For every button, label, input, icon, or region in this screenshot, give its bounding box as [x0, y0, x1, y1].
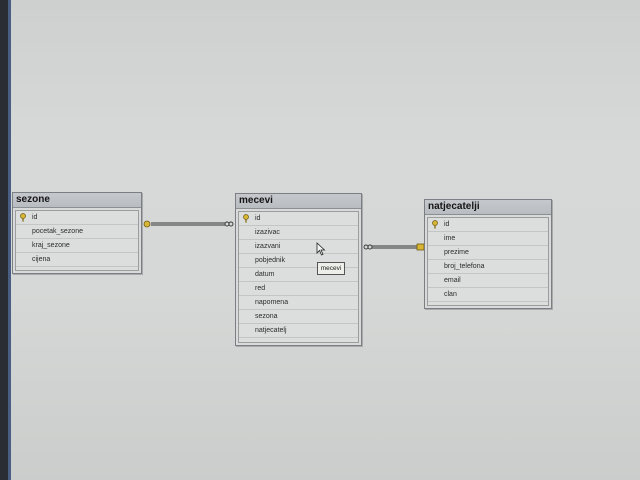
table-title: mecevi	[236, 194, 361, 209]
field-list: id pocetak_sezone kraj_sezone cijena	[15, 210, 139, 271]
tooltip: mecevi	[317, 262, 345, 275]
field-name: sezona	[255, 313, 278, 320]
field-row-pocetak-sezone[interactable]: pocetak_sezone	[16, 225, 138, 239]
field-row-izazvani[interactable]: izazvani	[239, 240, 358, 254]
field-row-kraj-sezone[interactable]: kraj_sezone	[16, 239, 138, 253]
field-row-id[interactable]: id	[16, 211, 138, 225]
field-name: izazvani	[255, 243, 281, 250]
screen-bezel-edge	[0, 0, 8, 480]
key-icon	[143, 220, 151, 228]
field-row-red[interactable]: red	[239, 282, 358, 296]
field-row-sezona[interactable]: sezona	[239, 310, 358, 324]
key-icon	[20, 213, 26, 222]
table-title: sezone	[13, 193, 141, 208]
field-name: datum	[255, 271, 275, 278]
field-row-broj-telefona[interactable]: broj_telefona	[428, 260, 548, 274]
field-row-clan[interactable]: clan	[428, 288, 548, 302]
field-name: pobjednik	[255, 257, 285, 264]
field-name: kraj_sezone	[32, 242, 70, 249]
field-name: prezime	[444, 249, 469, 256]
infinity-icon	[224, 221, 234, 227]
field-row-id[interactable]: id	[428, 218, 548, 232]
field-row-cijena[interactable]: cijena	[16, 253, 138, 267]
field-name: natjecatelj	[255, 327, 287, 334]
window-left-border	[8, 0, 11, 480]
field-name: id	[255, 215, 261, 222]
field-row-izazivac[interactable]: izazivac	[239, 226, 358, 240]
field-name: napomena	[255, 299, 289, 306]
infinity-icon	[363, 244, 373, 250]
table-mecevi[interactable]: mecevi id izazivac izazvani pobjednik da…	[235, 193, 362, 346]
field-list: id izazivac izazvani pobjednik datum red…	[238, 211, 359, 343]
mouse-pointer-icon	[316, 242, 326, 256]
field-name: red	[255, 285, 266, 292]
field-row-id[interactable]: id	[239, 212, 358, 226]
diagram-canvas[interactable]: sezone id pocetak_sezone kraj_sezone cij…	[11, 0, 640, 480]
field-name: ime	[444, 235, 456, 242]
table-title: natjecatelji	[425, 200, 551, 215]
field-list: id ime prezime broj_telefona email clan	[427, 217, 549, 306]
field-row-ime[interactable]: ime	[428, 232, 548, 246]
relationship-sezone-mecevi[interactable]	[139, 218, 235, 232]
field-row-datum[interactable]: datum	[239, 268, 358, 282]
field-row-pobjednik[interactable]: pobjednik	[239, 254, 358, 268]
relationship-mecevi-natjecatelji[interactable]	[361, 240, 427, 254]
field-name: id	[32, 214, 38, 221]
field-row-napomena[interactable]: napomena	[239, 296, 358, 310]
key-icon	[416, 243, 425, 251]
table-natjecatelji[interactable]: natjecatelji id ime prezime broj_telefon…	[424, 199, 552, 309]
table-sezone[interactable]: sezone id pocetak_sezone kraj_sezone cij…	[12, 192, 142, 274]
field-name: email	[444, 277, 461, 284]
field-row-prezime[interactable]: prezime	[428, 246, 548, 260]
field-name: clan	[444, 291, 457, 298]
field-row-email[interactable]: email	[428, 274, 548, 288]
field-name: cijena	[32, 256, 51, 263]
field-name: id	[444, 221, 450, 228]
field-row-natjecatelj[interactable]: natjecatelj	[239, 324, 358, 338]
key-icon	[432, 220, 438, 229]
field-name: izazivac	[255, 229, 280, 236]
field-name: broj_telefona	[444, 263, 485, 270]
field-name: pocetak_sezone	[32, 228, 83, 235]
key-icon	[243, 214, 249, 223]
